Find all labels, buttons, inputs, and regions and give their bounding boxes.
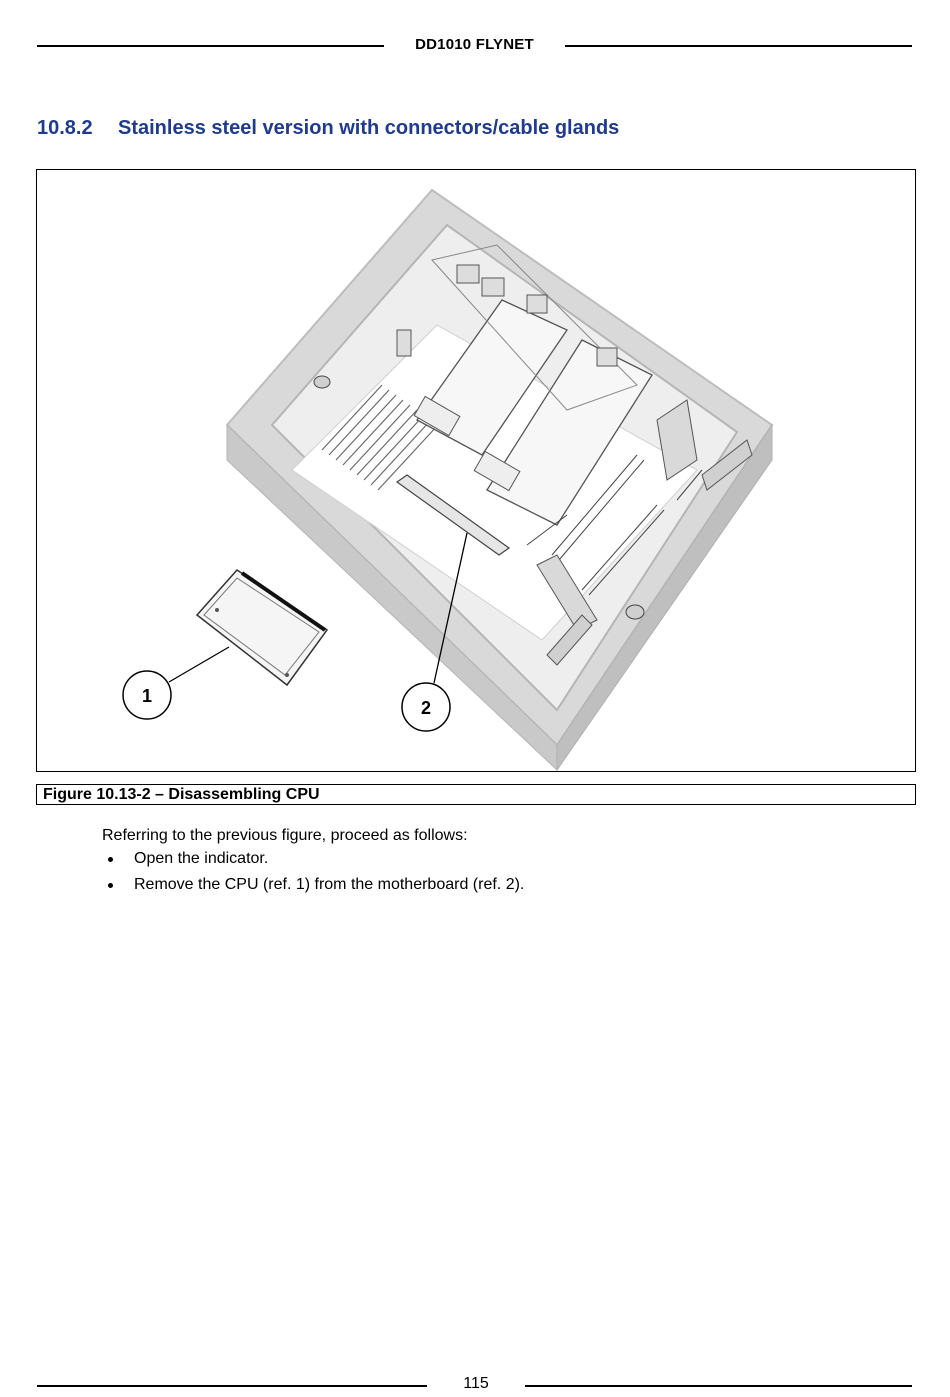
- list-item: Remove the CPU (ref. 1) from the motherb…: [102, 876, 524, 894]
- figure-frame: 1 2: [36, 169, 916, 772]
- section-number: 10.8.2: [37, 117, 93, 139]
- cable-gland: [625, 604, 645, 620]
- list-item: Open the indicator.: [102, 850, 524, 868]
- heatsink: [321, 384, 439, 491]
- header-rule-right: [565, 45, 912, 47]
- header-rule-left: [37, 45, 384, 47]
- figure-caption: Figure 10.13-2 – Disassembling CPU: [36, 784, 916, 805]
- section-title: Stainless steel version with connectors/…: [118, 117, 620, 139]
- callout-1-label: 1: [142, 686, 152, 706]
- footer-rule-right: [525, 1385, 912, 1387]
- enclosure-illustration: 1 2: [122, 188, 774, 771]
- bullet-icon: [108, 883, 113, 888]
- step-text: Remove the CPU (ref. 1) from the motherb…: [134, 876, 525, 893]
- callout-2-leader: [433, 532, 468, 684]
- cable-gland: [313, 375, 331, 389]
- page-number: 115: [463, 1375, 489, 1392]
- callout-2-circle: [401, 682, 451, 732]
- section-heading: 10.8.2 Stainless steel version with conne…: [37, 117, 619, 140]
- callout-2-label: 2: [421, 698, 431, 718]
- motherboard-slot: [395, 474, 511, 556]
- step-list: Open the indicator. Remove the CPU (ref.…: [102, 850, 524, 902]
- terminal-strips: [526, 454, 703, 596]
- footer-rule-left: [37, 1385, 427, 1387]
- bracket: [536, 554, 598, 631]
- callout-1-leader: [168, 646, 230, 683]
- document-header-title: DD1010 FLYNET: [415, 36, 534, 53]
- bullet-icon: [108, 857, 113, 862]
- intro-paragraph: Referring to the previous figure, procee…: [102, 827, 468, 844]
- callout-1-circle: [122, 670, 172, 720]
- cpu-module: [195, 569, 329, 687]
- step-text: Open the indicator.: [134, 850, 269, 867]
- board-right: [486, 339, 653, 526]
